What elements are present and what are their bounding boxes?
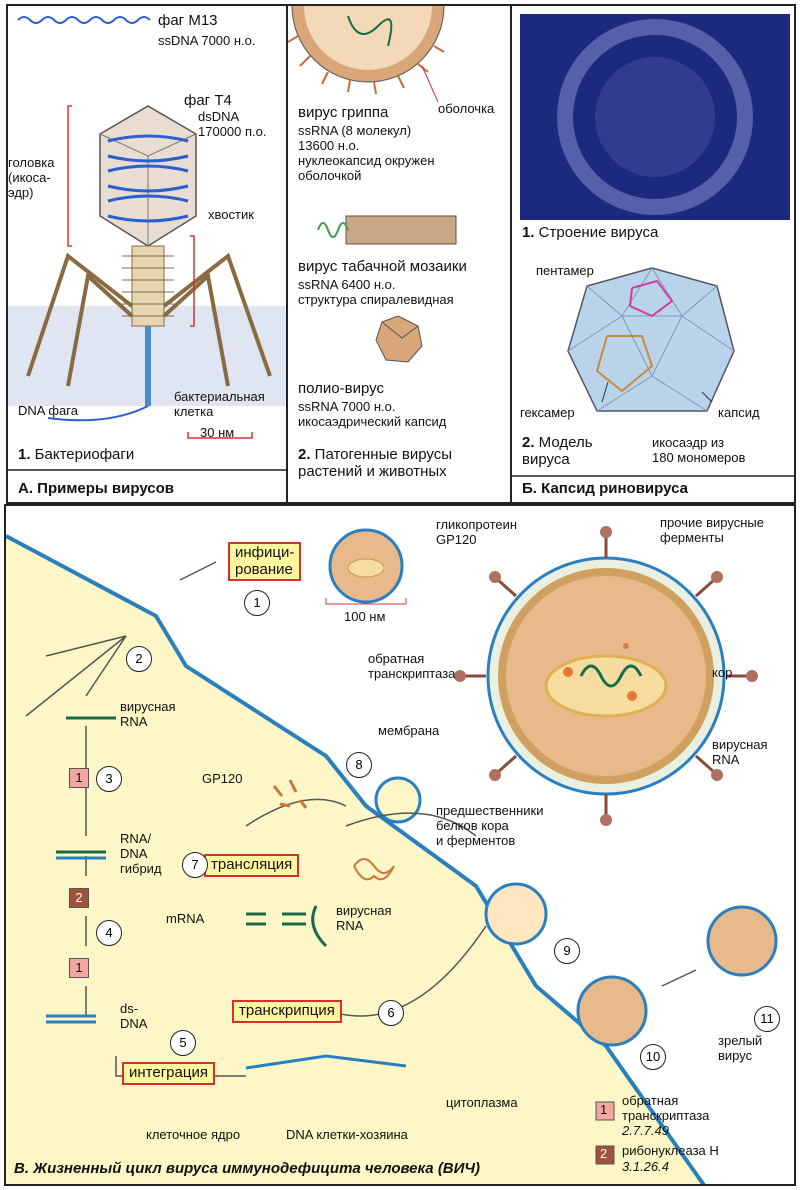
- influenza-label: вирус гриппа: [298, 104, 389, 121]
- head-label: головка (икоса- эдр): [8, 155, 55, 200]
- host-dna-label: DNA клетки-хозяина: [286, 1127, 408, 1142]
- gp120-label: GP120: [202, 771, 243, 786]
- caption-virus-model: 2. Модель вируса: [522, 434, 593, 469]
- panel-b-rhinovirus-capsid: 1. Строение вируса пентамер гексамер кап…: [510, 4, 796, 504]
- phage-dna-label: DNA фага: [18, 403, 78, 418]
- t4-tail-fibers: [26, 252, 272, 387]
- transcription-box: транскрипция: [232, 1000, 342, 1023]
- enzyme-box-2: 2: [69, 888, 89, 908]
- panel-a-bacteriophages: фаг M13 ssDNA 7000 н.о. фаг T4 dsDNA 170…: [6, 4, 288, 504]
- panel-a-footer: А. Примеры вирусов: [18, 480, 175, 497]
- m13-info: ssDNA 7000 н.о.: [158, 33, 256, 48]
- cytoplasm-area: [6, 536, 704, 1184]
- viral-rna-label-right: вирусная RNA: [712, 737, 768, 767]
- step-7: 7: [182, 852, 208, 878]
- m13-label: фаг M13: [158, 12, 218, 29]
- polio-virus: [375, 315, 423, 363]
- pentamer-outline: [628, 279, 674, 318]
- gp120-spikes: [464, 536, 748, 816]
- glycoprotein-label: гликопротеин GP120: [436, 517, 518, 547]
- influenza-info: ssRNA (8 молекул) 13600 н.о. нуклеокапси…: [298, 123, 435, 183]
- assembling-virion: [484, 882, 548, 946]
- phage-dna-strand: [47, 405, 149, 422]
- infection-box: инфици- рование: [228, 542, 302, 581]
- mature-virion: [706, 905, 778, 977]
- capsid-label: капсид: [718, 405, 760, 420]
- other-enzymes-label: прочие вирусные ферменты: [660, 515, 764, 545]
- viral-rna-label-mid: вирусная RNA: [336, 903, 392, 933]
- legend2-ec: 3.1.26.4: [622, 1159, 669, 1174]
- t4-label: фаг T4: [184, 92, 232, 109]
- rna-dna-hybrid-label: RNA/ DNA гибрид: [120, 831, 162, 876]
- tobacco-mosaic-virus: [345, 215, 457, 245]
- hexamer-label: гексамер: [520, 405, 575, 420]
- scale-100nm: 100 нм: [344, 609, 386, 624]
- bacterial-cell-label: бактериальная клетка: [174, 389, 265, 419]
- legend-enzyme2-box: [595, 1145, 615, 1165]
- enzyme-box-1: 1: [69, 768, 89, 788]
- polio-label: полио-вирус: [298, 380, 384, 397]
- pentamer-label: пентамер: [536, 263, 594, 278]
- tail-label: хвостик: [208, 207, 254, 222]
- caption-bacteriophages: 1. Бактериофаги: [18, 446, 135, 463]
- envelope-label: оболочка: [438, 101, 495, 116]
- core-protein-precursors: [353, 858, 395, 881]
- ds-dna-label: ds- DNA: [120, 1001, 148, 1031]
- icosahedron-label: икосаэдр из 180 мономеров: [652, 435, 746, 465]
- budding-virion: [576, 975, 648, 1047]
- panel-c-hiv-life-cycle: 1 2 1 инфици- рование трансляция транскр…: [4, 504, 796, 1186]
- step-3: 3: [96, 766, 122, 792]
- legend2-number: 2: [600, 1146, 608, 1161]
- step-2: 2: [126, 646, 152, 672]
- viral-rna-label-left: вирусная RNA: [120, 699, 176, 729]
- panel-c-footer: В. Жизненный цикл вируса иммунодефицита …: [14, 1160, 481, 1177]
- legend1-name: обратная транскриптаза: [622, 1093, 710, 1123]
- legend1-ec: 2.7.7.49: [622, 1123, 669, 1138]
- translation-box: трансляция: [204, 854, 300, 877]
- caption-pathogenic: 2. Патогенные вирусы растений и животных: [298, 446, 452, 481]
- t4-tail-sheath: [131, 245, 165, 327]
- hiv-cycle-illustration: [6, 526, 778, 1184]
- t4-dsdna-coil: [107, 134, 189, 223]
- mrna-label: mRNA: [166, 911, 205, 926]
- legend-enzyme1-box: [595, 1101, 615, 1121]
- core-label: кор: [712, 665, 733, 680]
- tmv-label: вирус табачной мозаики: [298, 258, 467, 275]
- rhinovirus-illustration: [512, 14, 794, 477]
- mature-virus-label: зрелый вирус: [718, 1033, 763, 1063]
- legend1-number: 1: [600, 1102, 608, 1117]
- panel-a2-pathogenic-viruses: вирус гриппа ssRNA (8 молекул) 13600 н.о…: [286, 4, 512, 504]
- nucleus-label: клеточное ядро: [146, 1127, 241, 1142]
- bacteriophage-illustration: [8, 16, 286, 471]
- integration-box: интеграция: [122, 1062, 215, 1085]
- cytoplasm-label: цитоплазма: [446, 1095, 518, 1110]
- t4-info: dsDNA 170000 п.о.: [198, 109, 267, 139]
- reverse-transcriptase-label: обратная транскриптаза: [368, 651, 456, 681]
- precursors-label: предшественники белков кора и ферментов: [436, 803, 544, 848]
- panel-b-footer: Б. Капсид риновируса: [522, 480, 688, 497]
- step-1: 1: [244, 590, 270, 616]
- virus-core: [544, 654, 668, 718]
- polio-info: ssRNA 7000 н.о. икосаэдрический капсид: [298, 399, 447, 429]
- enzyme-box-1b: 1: [69, 958, 89, 978]
- step-8: 8: [346, 752, 372, 778]
- pathogenic-virus-illustration: [288, 6, 457, 363]
- legend2-name: рибонуклеаза Н: [622, 1143, 719, 1158]
- step-10: 10: [640, 1044, 666, 1070]
- membrane-label: мембрана: [378, 723, 440, 738]
- step-4: 4: [96, 920, 122, 946]
- step-9: 9: [554, 938, 580, 964]
- tmv-info: ssRNA 6400 н.о. структура спиралевидная: [298, 277, 454, 307]
- capsid-model: [567, 267, 735, 412]
- step-6: 6: [378, 1000, 404, 1026]
- caption-virus-structure: 1. Строение вируса: [522, 224, 659, 241]
- hexamer-outline: [595, 335, 654, 393]
- m13-dna-strand: [17, 16, 151, 24]
- step-11: 11: [754, 1006, 780, 1032]
- scale-30nm: 30 нм: [200, 425, 235, 440]
- step-5: 5: [170, 1030, 196, 1056]
